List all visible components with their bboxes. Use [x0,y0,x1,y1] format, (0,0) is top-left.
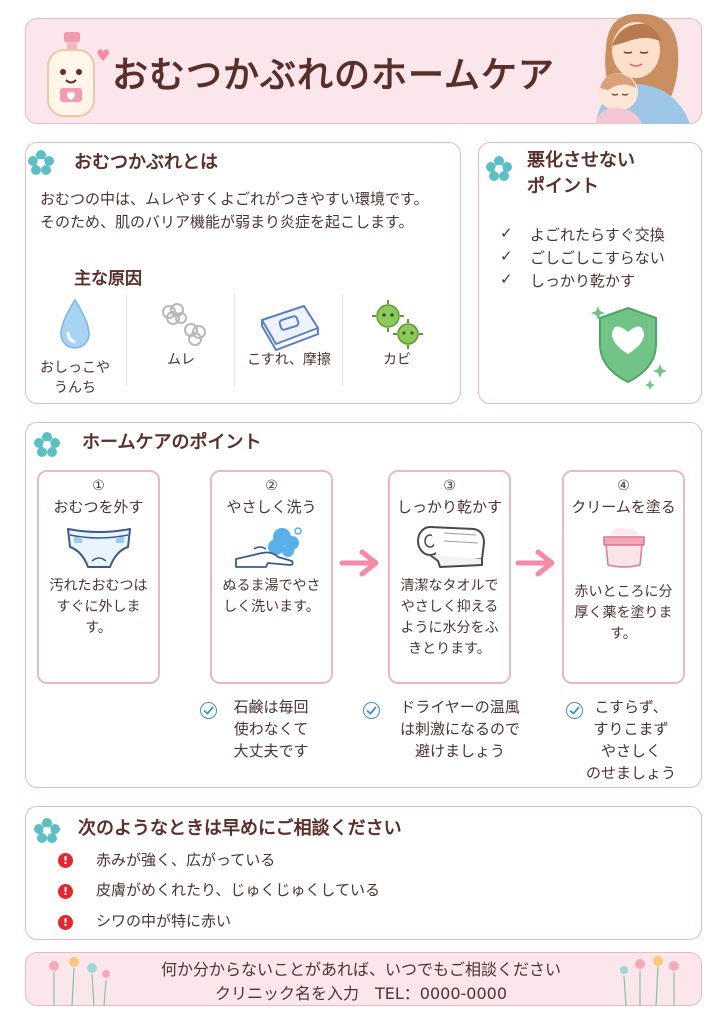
prevent-card [478,142,702,404]
cream-jar-icon [602,527,645,568]
check-circle-icon [566,702,583,719]
arrow-right-icon [340,549,379,577]
step-description: 汚れたおむつはすぐに外します。 [49,578,148,636]
about-heading: おむつかぶれとは [74,152,218,173]
check-mark: ✓ [500,270,513,288]
germ-icon [372,300,423,349]
cause-item: おしっこや うんち [22,292,128,396]
prevent-heading-line1: 悪化させない [527,150,635,171]
header-banner [25,18,702,124]
care-note: こすらず、 すりこまず やさしく のせましょう [585,698,676,782]
mother-baby-illustration [586,8,696,128]
heart-icon: ♥ [96,46,111,65]
footer-contact: クリニック名を入力 TEL：0000-0000 [214,984,507,1003]
diaper-icon [66,528,131,568]
prevent-heading-line2: ポイント [527,176,599,197]
washing-hand-icon [234,527,302,568]
step-card: ④ クリームを塗る 赤いところに分厚く薬を塗ります。 [562,470,685,684]
cause-label: ムレ [167,352,195,368]
step-title: しっかり乾かす [396,498,502,516]
step-description: 清潔なタオルでやさしく抑えるように水分をふきとります。 [400,578,499,657]
care-note: 石鹸は毎回 使わなくて 大丈夫です [233,698,309,760]
friction-icon [261,305,319,352]
step-title: おむつを外す [53,498,144,516]
consult-item: シワの中が特に赤い [96,912,232,930]
check-circle-icon [200,702,217,719]
check-mark: ✓ [500,247,513,265]
shield-heart-icon [588,300,674,396]
step-number: ③ [443,478,456,494]
consult-heading: 次のようなときは早めにご相談ください [78,818,402,839]
step-number: ④ [617,478,630,494]
step-card: ① おむつを外す 汚れたおむつはすぐに外します。 [37,470,160,684]
flower-icon [34,818,60,843]
footer-message: 何か分からないことがあれば、いつでもご相談ください [160,960,561,979]
divider [234,294,235,386]
cause-label: こすれ、摩擦 [247,352,331,368]
step-title: クリームを塗る [571,498,676,516]
cause-item: カビ [344,292,450,388]
flower-icon [486,156,512,181]
flowers-decoration [620,956,679,1006]
page-title: おむつかぶれのホームケア [112,55,555,96]
flower-icon [28,150,54,175]
homecare-heading: ホームケアのポイント [82,432,262,453]
causes-heading: 主な原因 [74,269,142,289]
prevent-point: しっかり乾かす [530,272,636,290]
check-mark: ✓ [500,224,513,242]
footer-banner [25,952,702,1006]
care-note: ドライヤーの温風 は刺激になるので 避けましょう [399,698,520,760]
flower-icon [34,432,60,457]
cause-label: おしっこや うんち [40,360,110,396]
step-number: ① [92,478,105,494]
cause-item: こすれ、摩擦 [236,292,342,388]
about-card [25,142,461,404]
consult-item: 皮膚がめくれたり、じゅくじゅくしている [96,881,380,899]
cause-item: ムレ [128,292,234,388]
divider [126,294,127,386]
prevent-point: ごしごしこすらない [530,249,665,267]
warning-icon: ! [58,884,73,899]
consult-item: 赤みが強く、広がっている [96,851,276,869]
step-description: ぬるま湯でやさしく洗います。 [222,578,321,615]
prevent-point: よごれたらすぐ交換 [530,226,665,244]
check-circle-icon [363,702,380,719]
step-description: 赤いところに分厚く薬を塗ります。 [574,584,673,642]
warning-icon: ! [58,915,73,930]
arrow-right-icon [516,549,555,577]
step-number: ② [265,478,278,494]
flowers-decoration [49,957,110,1006]
lotion-bottle-icon [40,30,102,126]
step-card: ② やさしく洗う ぬるま湯でやさしく洗います。 [210,470,333,684]
towel-icon [416,526,485,568]
step-card: ③ しっかり乾かす 清潔なタオルでやさしく抑えるように水分をふきとります。 [388,470,511,684]
consult-card [25,806,702,940]
step-title: やさしく洗う [226,498,317,516]
about-text: おむつの中は、ムレやすくよごれがつきやすい環境です。そのため、肌のバリア機能が弱… [40,190,429,231]
warning-icon: ! [58,853,73,868]
cause-label: カビ [383,352,411,368]
water-drop-icon [60,298,90,349]
steam-icon [162,303,206,346]
divider [342,294,343,386]
